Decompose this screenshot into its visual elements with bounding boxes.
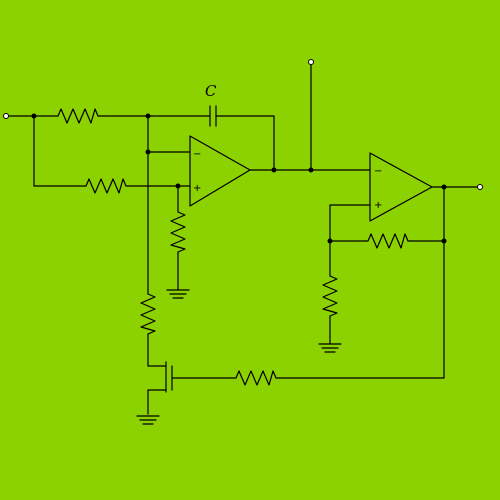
opamp-1-inverting-wire [147,115,191,153]
junction-dot [175,183,181,189]
wire [329,204,371,277]
resistor-input-top [57,108,99,124]
opamp-2 [369,152,433,222]
ground-1 [166,289,190,299]
resistor-ground-1 [170,211,186,253]
ground-3 [136,415,160,425]
resistor-ground-2 [322,275,338,317]
resistor-gate [235,370,277,386]
opamp-1 [189,135,251,207]
opamp-1-minus-sign: − [193,149,201,160]
junction-dot [31,113,37,119]
capacitor [209,105,275,171]
input-wire [7,115,211,187]
intermediate-output-terminal[interactable] [308,59,314,65]
junction-dot [271,167,277,173]
opamp-2-plus-sign: + [374,200,382,211]
transistor [147,361,237,415]
input-terminal[interactable] [3,113,9,119]
resistor-feedback-2 [367,233,409,249]
opamp-2-minus-sign: − [374,166,382,177]
wire [147,333,167,367]
output-terminal[interactable] [477,184,483,190]
capacitor-label: C [205,82,217,100]
resistor-vertical-left [140,293,156,335]
opamp-1-plus-sign: + [193,183,201,194]
ground-2 [318,343,342,353]
resistor-input-bottom [85,178,127,194]
feedback-return-wire [275,186,445,379]
